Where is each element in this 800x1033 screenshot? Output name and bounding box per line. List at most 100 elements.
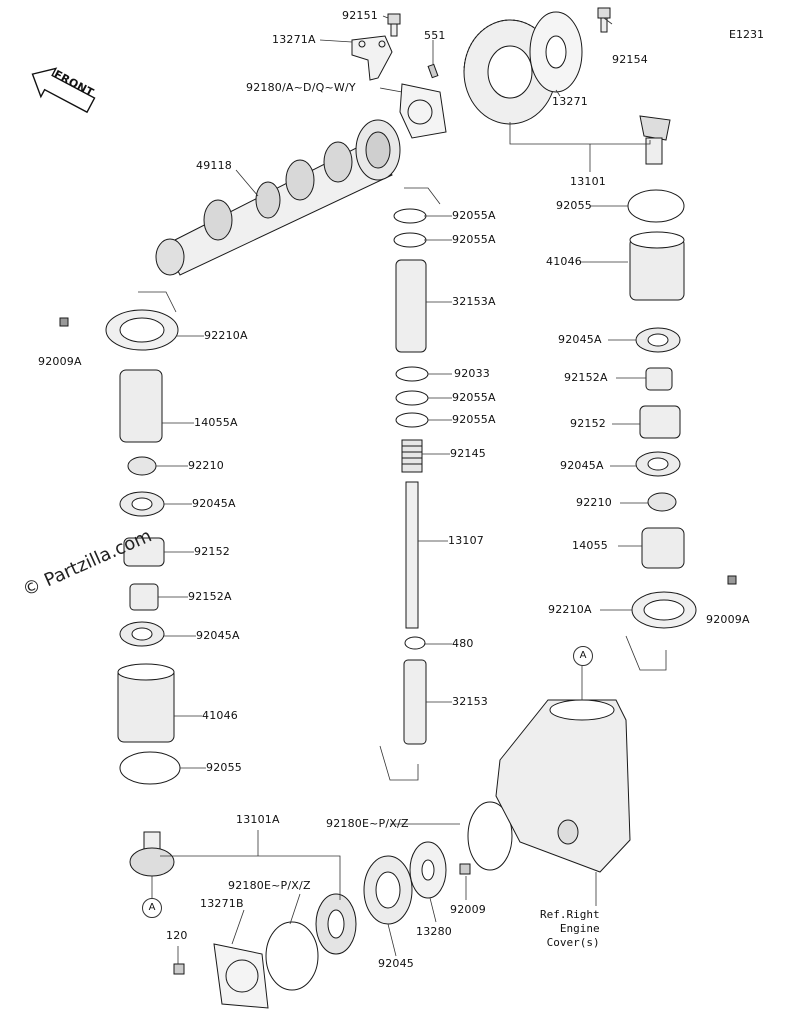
ref-note-line: Ref.Right [540,908,600,921]
plate-13271 [529,11,583,93]
part-label[interactable]: 13107 [448,534,484,547]
oring-92180-bottom-left [265,921,319,991]
oring-92055A-center-1 [393,208,427,224]
part-label[interactable]: 92045A [558,333,602,346]
oring-92055A-center-4 [395,412,429,428]
part-label[interactable]: 41046 [202,709,238,722]
bearing-92045A-left-2 [119,621,165,647]
spring-92145 [401,439,423,473]
part-label[interactable]: 92045 [378,957,414,970]
part-label[interactable]: 92152 [570,417,606,430]
bearing-92045A-right-1 [635,327,681,353]
part-label[interactable]: 120 [166,929,188,942]
leader-lines [138,15,667,964]
bearing-92045A-right-2 [635,451,681,477]
part-label[interactable]: 92009A [706,613,750,626]
part-label[interactable]: 13271 [552,95,588,108]
bevel-gear-bottom [315,893,357,955]
part-label[interactable]: 92151 [342,9,378,22]
ring-nut-92210A-left [105,309,179,351]
callout-circle-a-top: A [573,646,593,666]
part-label[interactable]: 92152 [194,545,230,558]
bearing-92045A-left-1 [119,491,165,517]
part-label[interactable]: 92180/A~D/Q~W/Y [246,81,356,94]
ref-note: Ref.Right Engine Cover(s) [540,908,600,950]
part-label[interactable]: 13101A [236,813,280,826]
part-label[interactable]: 92055 [556,199,592,212]
oring-92180-bottom-right [467,801,513,871]
part-label[interactable]: 92210A [548,603,592,616]
part-label[interactable]: 92154 [612,53,648,66]
pinion-gear-13101A [129,831,175,877]
engine-cover-housing [495,699,631,873]
collar-92152A-right [645,367,673,391]
ref-note-line: Cover(s) [546,936,600,949]
bearing-92045 [363,855,413,925]
part-label[interactable]: 92009A [38,355,82,368]
part-label[interactable]: 13280 [416,925,452,938]
part-label[interactable]: 92009 [450,903,486,916]
part-label[interactable]: 14055A [194,416,238,429]
tube-32153A [395,259,427,353]
part-label[interactable]: 92180E~P/X/Z [326,817,409,830]
shaft-13107 [405,481,419,629]
part-label[interactable]: 92145 [450,447,486,460]
part-label[interactable]: 32153A [452,295,496,308]
oring-92055-left [119,751,181,785]
ring-480 [404,636,426,650]
part-label[interactable]: 13101 [570,175,606,188]
camshaft-49118 [155,119,401,276]
gasket-13271B [213,943,269,1009]
tube-32153 [403,659,427,745]
bolt-120 [173,963,185,975]
oring-92055A-center-3 [395,390,429,406]
part-label[interactable]: 92045A [560,459,604,472]
housing-14055A-left [119,369,163,443]
gasket-92180 [399,83,447,139]
collar-92152-right [639,405,681,439]
oring-92055-right [627,189,685,223]
part-label[interactable]: 92180E~P/X/Z [228,879,311,892]
part-label[interactable]: 13271B [200,897,244,910]
grease-nipple-92009A-left [59,317,69,327]
sleeve-41046-right [629,231,685,301]
part-label[interactable]: 92033 [454,367,490,380]
part-label[interactable]: 92210 [576,496,612,509]
front-arrow-icon [31,67,96,114]
part-label[interactable]: 92152A [564,371,608,384]
part-label[interactable]: 92210A [204,329,248,342]
bracket-13271A [351,35,393,81]
part-label[interactable]: 92045A [192,497,236,510]
part-label[interactable]: 14055 [572,539,608,552]
part-label[interactable]: 551 [424,29,446,42]
nut-92210-right [647,492,677,512]
part-label[interactable]: 92055A [452,391,496,404]
part-label[interactable]: 92055A [452,209,496,222]
bolt-92009 [459,863,471,875]
ref-note-line: Engine [559,922,600,935]
part-label[interactable]: 32153 [452,695,488,708]
circlip-92033 [395,366,429,382]
pin-551 [427,63,439,79]
housing-14055-right [641,527,685,569]
bolt-92154 [597,7,611,33]
bolt-92151 [387,13,401,37]
part-label[interactable]: 92152A [188,590,232,603]
part-label[interactable]: 92055 [206,761,242,774]
part-label[interactable]: 92045A [196,629,240,642]
part-label[interactable]: 92055A [452,413,496,426]
part-label[interactable]: 41046 [546,255,582,268]
part-label[interactable]: 13271A [272,33,316,46]
part-label[interactable]: 480 [452,637,474,650]
sleeve-41046-left [117,663,175,743]
part-label[interactable]: 92055A [452,233,496,246]
plate-13280 [409,841,447,899]
ring-nut-92210A-right [631,591,697,629]
grease-nipple-92009A-right [727,575,737,585]
part-label[interactable]: 49118 [196,159,232,172]
callout-circle-a-bottom: A [142,898,162,918]
oring-92055A-center-2 [393,232,427,248]
diagram-code: E1231 [729,28,764,41]
part-label[interactable]: 92210 [188,459,224,472]
